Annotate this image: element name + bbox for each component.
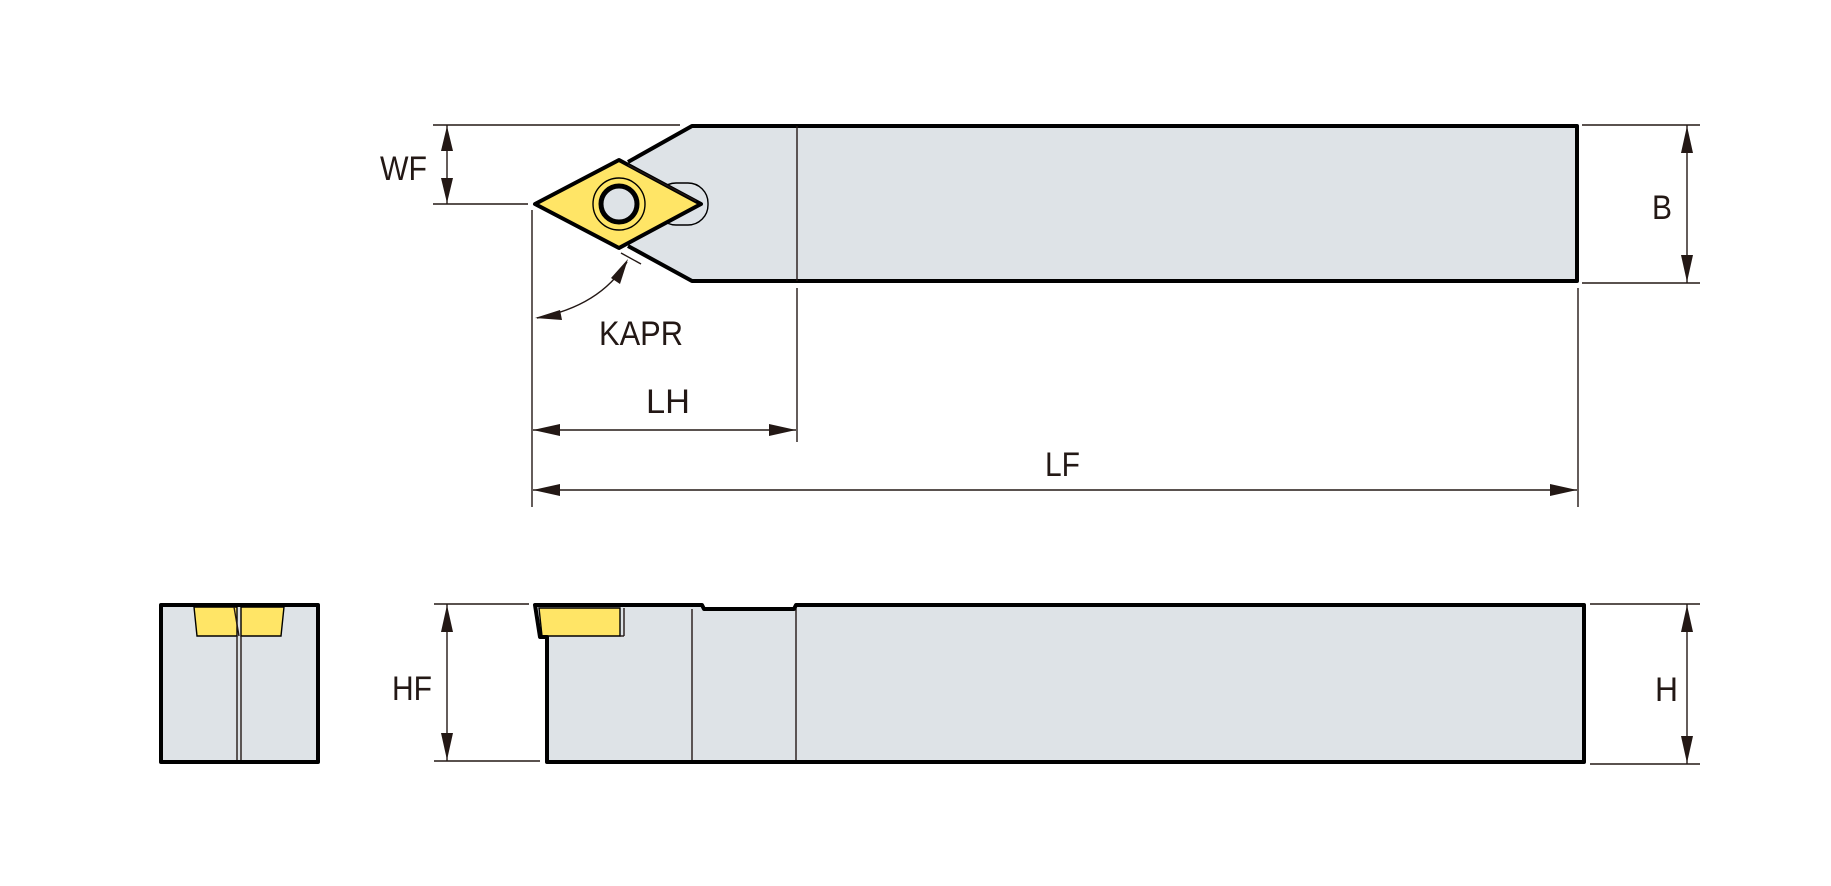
lh-label: LH [646,383,690,421]
arrow-up-icon [1681,605,1693,632]
arrow-right-icon [1550,484,1577,496]
arrow-down-icon [1681,255,1693,282]
side-view [533,603,1586,764]
insert-edge-line [627,164,697,202]
arrow-left-icon [535,310,562,320]
insert-hole [598,183,640,225]
b-dimension: B [1582,124,1700,284]
lf-dimension: LF [533,446,1577,496]
lh-dimension: LH [533,383,796,436]
end-view-outline [159,603,320,764]
insert-side [538,607,621,637]
wf-dimension: WF [380,124,680,205]
kapr-label: KAPR [599,315,683,353]
arrow-up-right-icon [611,259,628,284]
arrow-up-icon [441,605,453,632]
arrow-up-icon [441,126,453,151]
kapr-dimension: KAPR [535,252,683,353]
arrow-left-icon [533,424,560,436]
holder-body-top [560,126,1577,281]
hf-dimension: HF [392,603,540,762]
b-label: B [1652,189,1672,227]
arrow-left-icon [533,484,560,496]
holder-body-top-outline [627,124,1579,283]
lf-label: LF [1045,446,1080,484]
hf-label: HF [392,670,432,708]
top-view [533,124,1579,283]
arrow-down-icon [441,178,453,203]
arrow-right-icon [769,424,796,436]
insert-end-right [240,606,285,637]
insert-end-left [193,606,238,637]
wf-label: WF [380,150,427,188]
h-dimension: H [1590,603,1700,765]
h-label: H [1655,671,1678,709]
arrow-down-icon [1681,736,1693,763]
end-view [159,603,320,764]
arrow-up-icon [1681,126,1693,153]
side-view-outline [533,603,1586,764]
arrow-down-icon [441,733,453,760]
